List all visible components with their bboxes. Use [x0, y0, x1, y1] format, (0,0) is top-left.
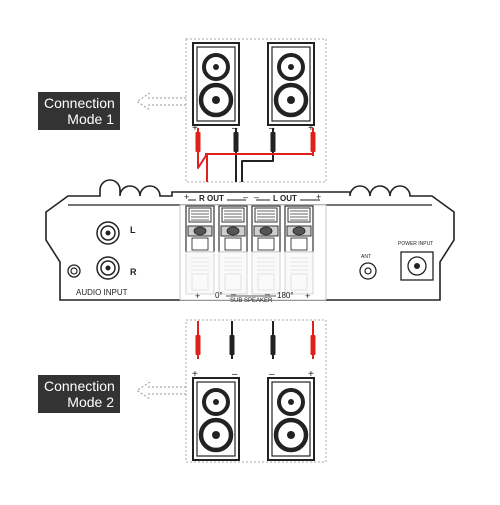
- black-plug-icon: [229, 331, 235, 359]
- one-eighty-degree-label: 180°: [277, 291, 294, 300]
- sub-minus-right: –: [265, 289, 271, 299]
- speaker-icon: [268, 378, 314, 460]
- black-plug-icon: [270, 331, 276, 359]
- black-plug-icon: [233, 128, 239, 156]
- mode-1-frame: [185, 38, 327, 183]
- svg-text:+: +: [308, 123, 314, 134]
- mode-1-arrow-icon: [136, 92, 186, 111]
- faded-post: [218, 251, 248, 295]
- svg-text:–: –: [269, 369, 275, 380]
- input-r-label: R: [130, 267, 137, 277]
- mode-1-wires: [197, 153, 314, 182]
- speaker-icon: [193, 43, 239, 125]
- zero-degree-label: 0°: [215, 291, 223, 300]
- mode-2-line-1: Connection: [44, 378, 115, 394]
- binding-post: [284, 205, 314, 253]
- faded-post: [251, 251, 281, 295]
- binding-post: [251, 205, 281, 253]
- sub-plus-left: +: [195, 291, 201, 301]
- l-out-plus: +: [316, 192, 322, 202]
- mode-2-polarity-markers: + – – +: [192, 369, 314, 380]
- audio-input-jack: [67, 264, 81, 278]
- binding-post: [218, 205, 248, 253]
- r-out-label: R OUT: [196, 195, 227, 203]
- faded-post: [185, 251, 215, 295]
- rca-input-l: [96, 221, 120, 245]
- faded-post: [284, 251, 314, 295]
- red-plug-icon: [310, 331, 316, 359]
- r-out-minus: –: [243, 192, 249, 202]
- rca-input-r: [96, 256, 120, 280]
- svg-text:–: –: [232, 369, 238, 380]
- mode-1-callout: Connection Mode 1: [38, 92, 120, 130]
- mode-1-line-2: Mode 1: [67, 111, 114, 127]
- r-out-plus: +: [184, 192, 190, 202]
- red-plug-icon: [195, 331, 201, 359]
- red-plug-icon: [195, 128, 201, 156]
- sub-plus-right: +: [305, 291, 311, 301]
- mode-2-wires: [197, 321, 314, 331]
- mode-2-arrow-icon: [136, 381, 186, 400]
- l-out-minus: –: [254, 192, 260, 202]
- binding-post: [185, 205, 215, 253]
- audio-input-label: AUDIO INPUT: [76, 288, 128, 297]
- l-out-label: L OUT: [270, 195, 300, 203]
- power-input-jack: [400, 251, 434, 281]
- mode-2-frame: [185, 319, 327, 463]
- sub-speaker-label: SUB SPEAKER: [230, 298, 273, 304]
- power-input-label: POWER INPUT: [398, 241, 434, 247]
- sub-minus-left: –: [231, 289, 237, 299]
- red-plug-icon: [310, 128, 316, 156]
- input-l-label: L: [130, 225, 136, 235]
- mode-2-line-2: Mode 2: [67, 394, 114, 410]
- svg-text:+: +: [192, 123, 198, 134]
- mode-1-line-1: Connection: [44, 95, 115, 111]
- mode-2-callout: Connection Mode 2: [38, 375, 120, 413]
- svg-text:+: +: [192, 369, 198, 380]
- antenna-connector: [359, 262, 377, 280]
- speaker-icon: [193, 378, 239, 460]
- svg-text:+: +: [308, 369, 314, 380]
- speaker-icon: [268, 43, 314, 125]
- black-plug-icon: [270, 128, 276, 156]
- ant-label: ANT: [361, 254, 371, 260]
